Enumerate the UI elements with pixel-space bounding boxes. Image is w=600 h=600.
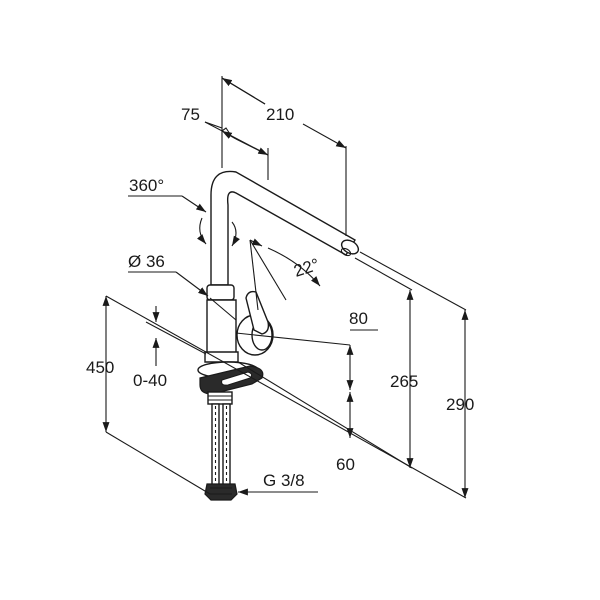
label-spout-offset: 75	[181, 105, 200, 124]
supply-hoses	[211, 403, 231, 487]
label-body-diameter: Ø 36	[128, 252, 165, 271]
label-lever-angle: 22°	[291, 255, 321, 281]
annotation-body-diameter: Ø 36	[128, 252, 237, 321]
faucet	[197, 170, 360, 501]
threaded-shank	[207, 391, 233, 405]
label-mount-height: 80	[349, 309, 368, 328]
label-swivel-angle: 360°	[129, 176, 164, 195]
dimension-spout-offset: 75	[181, 105, 269, 180]
dimension-vertical-left: 450 0-40	[86, 296, 211, 495]
spout-collar	[206, 284, 235, 301]
hose-nut	[204, 483, 238, 501]
label-spout-height: 265	[390, 372, 418, 391]
annotation-lever-angle: 22°	[249, 238, 322, 311]
label-total-height: 290	[446, 395, 474, 414]
annotation-swivel: 360°	[128, 176, 240, 247]
label-thread-size: G 3/8	[263, 471, 305, 490]
dimension-vertical-right: 80 60 265 290	[105, 251, 474, 499]
spout-outlet	[340, 239, 360, 255]
dimension-spout-reach: 210	[221, 76, 347, 236]
label-spout-reach: 210	[266, 105, 294, 124]
valve-body	[206, 299, 237, 361]
mounting-plate-hole	[221, 371, 253, 386]
label-base-height: 60	[336, 455, 355, 474]
label-hose-length: 450	[86, 358, 114, 377]
lever-handle	[245, 290, 270, 335]
label-deck-thickness: 0-40	[133, 371, 167, 390]
aerator	[340, 247, 352, 257]
spout-tube	[210, 170, 356, 286]
annotation-thread-size: G 3/8	[238, 471, 318, 496]
